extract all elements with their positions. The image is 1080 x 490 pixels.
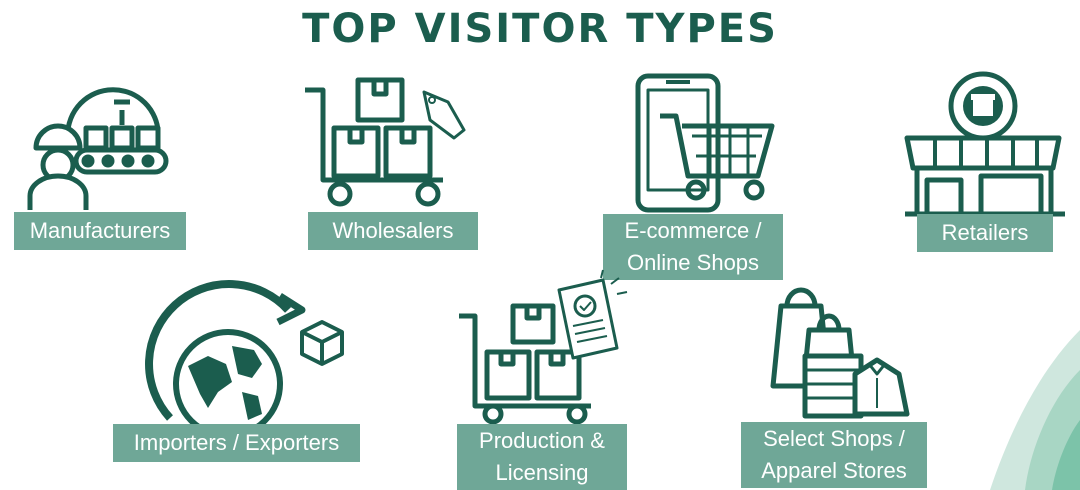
label-text: Manufacturers — [29, 218, 171, 243]
label-importers-exporters: Importers / Exporters — [113, 424, 360, 462]
cart-boxes-icon — [305, 77, 466, 207]
label-text: Wholesalers — [332, 218, 454, 243]
factory-worker-icon — [27, 87, 169, 210]
page-title: TOP VISITOR TYPES — [302, 6, 778, 52]
label-text-line-1: E-commerce / — [624, 218, 762, 243]
label-text: Importers / Exporters — [133, 430, 340, 455]
label-text-line-1: Select Shops / — [763, 426, 905, 451]
label-manufacturers: Manufacturers — [14, 212, 186, 250]
storefront-icon — [904, 71, 1065, 217]
label-text-line-2: Licensing — [495, 460, 589, 485]
corner-decoration — [990, 330, 1080, 490]
phone-cart-icon — [635, 73, 775, 213]
label-ecommerce: E-commerce / Online Shops — [603, 214, 783, 280]
label-text-line-2: Online Shops — [626, 250, 760, 275]
label-production-licensing: Production & Licensing — [457, 424, 627, 490]
label-wholesalers: Wholesalers — [308, 212, 478, 250]
label-retailers: Retailers — [917, 214, 1053, 252]
label-select-shops: Select Shops / Apparel Stores — [741, 422, 927, 488]
label-text-line-1: Production & — [479, 428, 605, 453]
globe-arrow-icon — [145, 280, 344, 439]
cart-certificate-icon — [459, 269, 628, 425]
label-text: Retailers — [941, 220, 1029, 245]
label-text-line-2: Apparel Stores — [761, 458, 907, 483]
shopping-bags-apparel-icon — [770, 287, 910, 419]
